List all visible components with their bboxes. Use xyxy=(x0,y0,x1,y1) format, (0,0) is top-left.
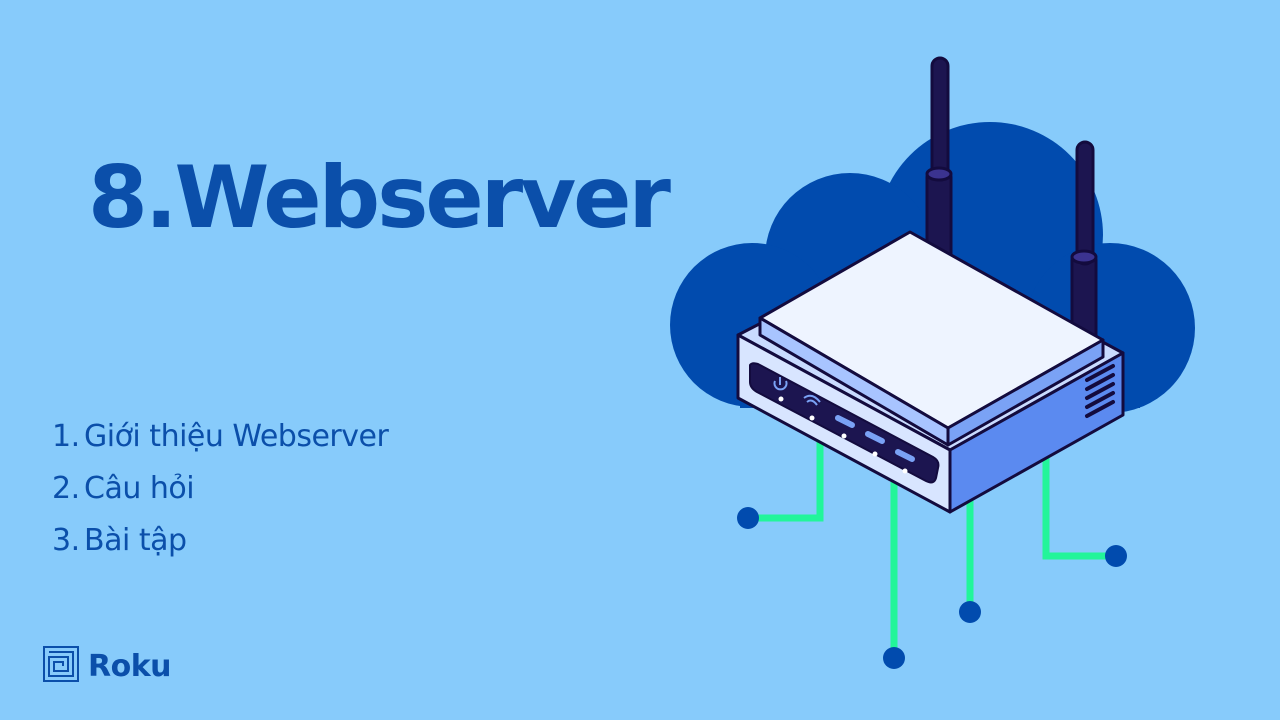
agenda-item-label: Giới thiệu Webserver xyxy=(84,419,389,454)
brand-name: Roku xyxy=(88,648,172,684)
wifi-icon xyxy=(803,394,821,406)
agenda-item-label: Bài tập xyxy=(84,523,187,558)
brand-logo: Roku xyxy=(42,644,172,688)
power-icon xyxy=(773,377,788,391)
agenda-list: 1. Giới thiệu Webserver 2. Câu hỏi 3. Bà… xyxy=(52,415,389,571)
router-cloud-illustration xyxy=(670,56,1195,669)
agenda-item-label: Câu hỏi xyxy=(84,471,195,506)
agenda-item: 2. Câu hỏi xyxy=(52,467,388,519)
slide-title: 8.Webserver xyxy=(88,148,671,248)
agenda-item: 3. Bài tập xyxy=(52,519,388,571)
router-body xyxy=(736,230,1125,514)
roku-logo-icon xyxy=(42,644,82,688)
agenda-item: 1. Giới thiệu Webserver xyxy=(52,415,389,467)
agenda-item-number: 3. xyxy=(52,523,80,558)
router-vents xyxy=(1085,364,1115,418)
agenda-item-number: 2. xyxy=(52,471,80,506)
router-front-panel xyxy=(749,362,940,484)
agenda-item-number: 1. xyxy=(52,419,80,454)
router-antennas xyxy=(925,56,1098,347)
circuit-nodes xyxy=(737,507,1127,669)
